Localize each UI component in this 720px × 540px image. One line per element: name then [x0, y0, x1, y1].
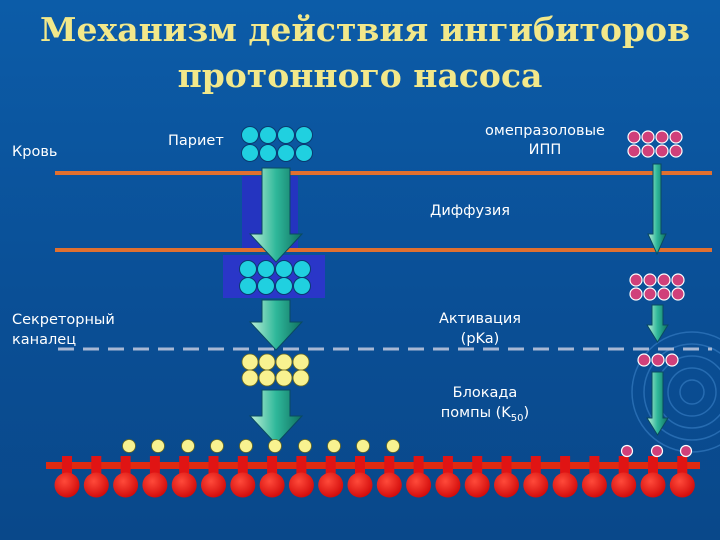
proton-pump	[83, 456, 109, 498]
label-omeprazole-line1: омепразоловые	[485, 123, 605, 139]
proton-pump	[669, 456, 695, 498]
title-line-1: Механизм действия ингибиторов	[40, 10, 690, 49]
label-canaliculus-line1: Секреторный	[12, 312, 115, 328]
bound-omeprazole-marker	[650, 444, 664, 458]
label-omeprazole-line2: ИПП	[528, 142, 562, 158]
bound-pariet-marker	[386, 439, 400, 453]
proton-pump	[552, 456, 578, 498]
proton-pump	[230, 456, 256, 498]
label-canaliculus-line2: каналец	[12, 332, 77, 348]
pariet-cluster-activated	[241, 353, 310, 387]
proton-pump	[201, 456, 226, 498]
pariet-cell-box	[223, 255, 325, 298]
label-diffusion: Диффузия	[430, 203, 510, 219]
arrow-pariet-diffusion	[248, 167, 304, 263]
label-blood: Кровь	[12, 144, 58, 160]
bound-omeprazole-markers	[620, 444, 693, 458]
pariet-cluster-top	[241, 126, 313, 162]
bound-pariet-marker	[122, 439, 136, 453]
label-blockade-line1: Блокада	[452, 385, 518, 401]
bound-omeprazole-marker	[620, 444, 634, 458]
bound-pariet-marker	[327, 439, 341, 453]
arrow-omeprazole-activation	[646, 304, 669, 343]
arrow-omeprazole-blockade	[646, 371, 669, 436]
pump-base	[46, 462, 700, 469]
proton-pump	[435, 456, 461, 498]
proton-pump	[318, 456, 344, 498]
proton-pump	[406, 456, 432, 498]
bound-omeprazole-marker	[679, 444, 693, 458]
bound-pariet-marker	[298, 439, 312, 453]
bound-pariet-marker	[268, 439, 282, 453]
label-blockade-sub: 50	[510, 412, 524, 424]
proton-pump	[259, 456, 285, 498]
proton-pump	[113, 456, 139, 498]
proton-pump	[376, 456, 402, 498]
omeprazole-cluster-activated	[637, 353, 679, 367]
label-activation-line2: (pKa)	[460, 331, 500, 347]
label-blockade-text: помпы (K	[440, 405, 511, 421]
bound-pariet-marker	[239, 439, 253, 453]
proton-pump	[523, 456, 549, 498]
proton-pump	[464, 456, 490, 498]
bound-pariet-marker	[151, 439, 165, 453]
title-line-2: протонного насоса	[177, 56, 543, 95]
pariet-cluster-cell	[239, 260, 311, 295]
proton-pump	[54, 456, 80, 498]
label-activation-line1: Активация	[439, 311, 521, 327]
bound-pariet-marker	[181, 439, 195, 453]
proton-pump	[288, 456, 314, 498]
proton-pump	[347, 456, 373, 498]
bound-pariet-markers	[122, 439, 400, 453]
proton-pumps	[54, 456, 695, 498]
label-pariet: Париет	[168, 133, 224, 149]
arrow-pariet-activation	[248, 299, 304, 351]
omeprazole-cluster-top	[627, 130, 683, 158]
label-blockade-close: )	[523, 405, 530, 421]
bound-pariet-marker	[210, 439, 224, 453]
omeprazole-cluster-cell	[629, 273, 685, 301]
proton-pump	[142, 456, 168, 498]
label-blockade-line2: помпы (K50)	[420, 404, 550, 428]
proton-pump	[611, 456, 637, 498]
arrow-pariet-blockade	[248, 389, 304, 445]
proton-pump	[640, 456, 666, 498]
proton-pump	[171, 456, 197, 498]
proton-pump	[494, 456, 519, 498]
arrow-omeprazole-diffusion	[647, 163, 667, 256]
proton-pump	[581, 456, 607, 498]
bound-pariet-marker	[356, 439, 370, 453]
